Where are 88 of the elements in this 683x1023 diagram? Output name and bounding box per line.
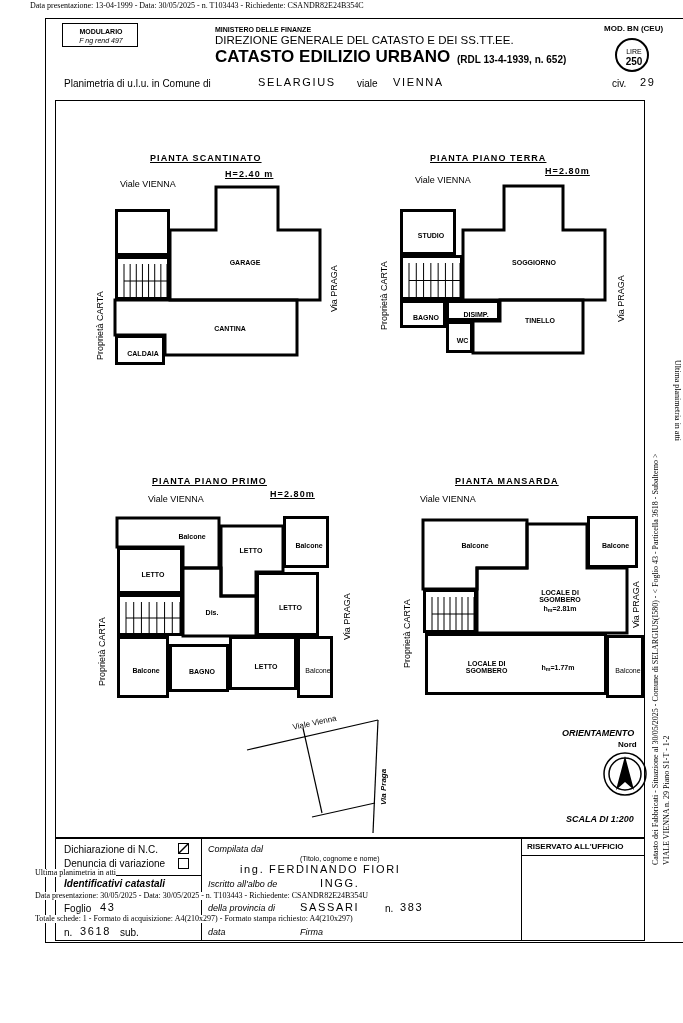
scan-stamp-text: Catasto dei Fabbricati - Situazione al 30/05/2025 - Comune di SELARGIUS(I580) - < Foglio 43 - Particella 3618 - Subalterno > xyxy=(652,453,660,865)
room xyxy=(606,635,644,698)
room xyxy=(400,300,446,328)
form-text: Iscritto all'albo de xyxy=(208,880,278,889)
room xyxy=(446,321,473,353)
plan-title: PIANTA PIANO TERRA xyxy=(430,154,547,163)
form-text: sub. xyxy=(120,928,139,938)
room xyxy=(229,636,297,690)
form-text: Denuncia di variazione xyxy=(64,859,166,869)
street-label: Via PRAGA xyxy=(632,581,641,628)
plan-title: PIANTA PIANO PRIMO xyxy=(152,477,267,486)
plan-title: PIANTA SCANTINATO xyxy=(150,154,262,163)
scan-stamp-text: Data presentazione: 13-04-1999 - Data: 30/05/2025 - n. T103443 - Richiedente: CSANDR82E24B354C xyxy=(30,2,364,10)
plan-title: H=2.40 m xyxy=(225,170,274,179)
street-label: Via PRAGA xyxy=(617,275,626,322)
handwritten-entry: VIENNA xyxy=(393,77,444,88)
room xyxy=(115,209,170,256)
room xyxy=(423,520,527,589)
stair-room xyxy=(117,594,183,636)
handwritten-entry: 383 xyxy=(400,902,424,913)
form-text: data xyxy=(208,928,226,937)
handwritten-entry: SASSARI xyxy=(300,902,360,913)
street-label: Proprietà CARTA xyxy=(96,291,105,360)
handwritten-entry: ing. FERDINANDO FIORI xyxy=(240,864,401,875)
room xyxy=(400,209,456,255)
street-label: Proprietà CARTA xyxy=(380,261,389,330)
scan-stamp-text: Totale schede: 1 - Formato di acquisizione: A4(210x297) - Formato stampa richiesto: A4(210x297) xyxy=(35,915,353,923)
stair-room xyxy=(400,255,463,300)
street-label: Via PRAGA xyxy=(330,265,339,312)
plan-title: H=2.80m xyxy=(270,490,315,499)
room xyxy=(446,300,500,321)
form-text: SCALA DI 1:200 xyxy=(566,815,634,824)
room xyxy=(297,636,333,698)
street-label: Viale VIENNA xyxy=(415,176,471,185)
street-label: Via PRAGA xyxy=(343,593,352,640)
heading-text: DIREZIONE GENERALE DEL CATASTO E DEI SS.TT.EE. xyxy=(215,35,514,47)
form-text: n. xyxy=(385,904,394,914)
form-text: RISERVATO ALL'UFFICIO xyxy=(527,843,624,851)
room xyxy=(587,516,638,568)
room xyxy=(169,644,229,692)
form-text: n. xyxy=(64,928,73,938)
form-text: della provincia di xyxy=(208,904,276,913)
room xyxy=(425,633,607,695)
scan-stamp-text: VIALE VIENNA n. 29 Piano S1-T - 1-2 xyxy=(663,735,671,865)
scan-stamp-text: Ultima planimetria in atti xyxy=(673,360,681,442)
stair-room xyxy=(115,256,170,300)
title: CATASTO EDILIZIO URBANO xyxy=(215,48,451,65)
room xyxy=(221,526,283,596)
handwritten-entry: 3618 xyxy=(80,926,112,937)
heading-text: (RDL 13-4-1939, n. 652) xyxy=(457,55,567,65)
form-text: Identificativi catastali xyxy=(64,879,166,889)
form-text: civ. xyxy=(612,79,627,89)
room xyxy=(117,547,183,594)
room xyxy=(115,300,297,355)
form-text: Nord xyxy=(618,741,637,749)
handwritten-entry: 43 xyxy=(100,902,116,913)
form-text: viale xyxy=(357,79,378,89)
room xyxy=(117,518,219,568)
form-text: Firma xyxy=(300,928,323,937)
stair-room xyxy=(423,589,477,633)
street-label: Viale VIENNA xyxy=(148,495,204,504)
scan-stamp-text: Ultima planimetria in atti xyxy=(35,869,117,877)
plan-title: H=2.80m xyxy=(545,167,590,176)
form-text: ORIENTAMENTO xyxy=(562,729,635,738)
street-label: Proprietà CARTA xyxy=(98,617,107,686)
street-label: Viale Vienna xyxy=(292,714,338,732)
form-text: Dichiarazione di N.C. xyxy=(64,845,158,855)
stamp-text: 250 xyxy=(625,56,643,67)
scan-stamp-text: Data presentazione: 30/05/2025 - Data: 30/05/2025 - n. T103443 - Richiedente: CSANDR82E24B354U xyxy=(35,892,369,900)
street-label: Proprietà CARTA xyxy=(403,599,412,668)
room xyxy=(283,516,329,568)
room xyxy=(183,568,256,636)
handwritten-entry: SELARGIUS xyxy=(258,77,336,88)
handwritten-entry: 29 xyxy=(640,77,656,88)
street-label: Via Praga xyxy=(380,768,388,805)
street-label: Viale VIENNA xyxy=(120,180,176,189)
form-text: Planimetria di u.l.u. in Comune di xyxy=(64,79,211,89)
room xyxy=(117,636,169,698)
room xyxy=(463,186,605,300)
room xyxy=(170,187,320,300)
form-code-box xyxy=(62,23,138,47)
form-text: Compilata dal xyxy=(208,845,264,854)
street-label: Viale VIENNA xyxy=(420,495,476,504)
form-text: Foglio xyxy=(64,904,92,914)
room xyxy=(115,335,165,365)
plan-title: PIANTA MANSARDA xyxy=(455,477,559,486)
room xyxy=(256,572,319,636)
handwritten-entry: INGG. xyxy=(320,878,360,889)
